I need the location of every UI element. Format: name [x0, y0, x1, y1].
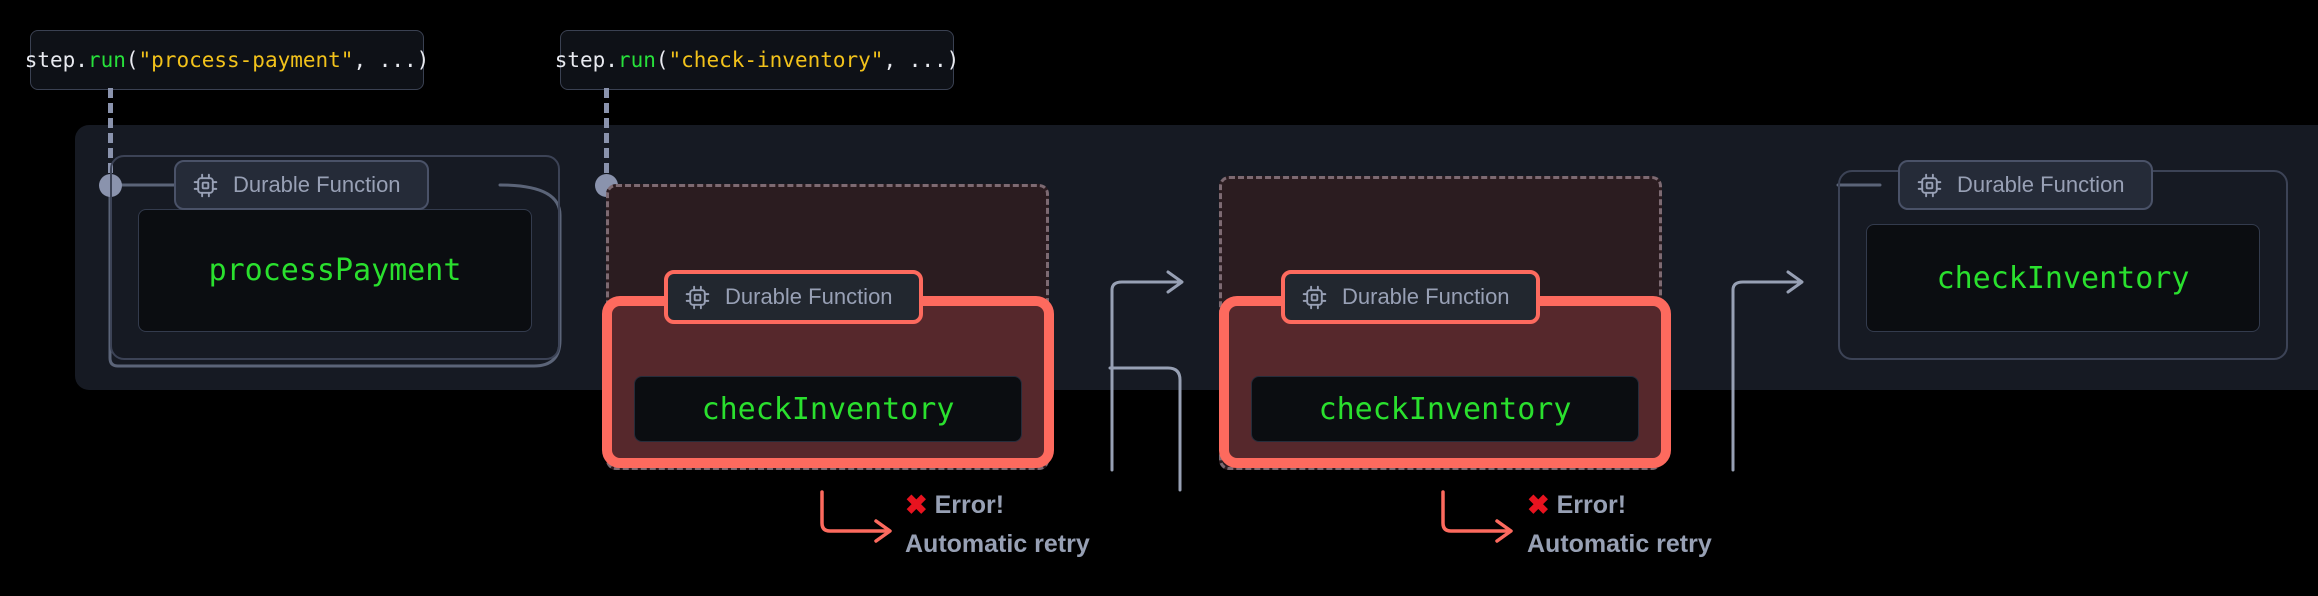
code-open-paren: (	[655, 48, 669, 72]
tooltip-check-inventory[interactable]: step.run("check-inventory", ...)	[555, 30, 959, 90]
node-check-inventory-attempt-2[interactable]: checkInventory	[1219, 296, 1671, 468]
function-name-box: checkInventory	[1866, 224, 2260, 332]
tooltip-process-payment[interactable]: step.run("process-payment", ...)	[25, 30, 429, 90]
error-line: ✖ Error!	[905, 492, 1090, 519]
error-group-1: ✖ Error! Automatic retry	[905, 492, 1090, 557]
badge-label: Durable Function	[1957, 172, 2125, 197]
code-object: step	[554, 48, 606, 72]
automatic-retry-label: Automatic retry	[905, 530, 1090, 558]
error-x-icon: ✖	[905, 490, 928, 520]
badge-durable-function-3[interactable]: Durable Function	[1281, 270, 1540, 324]
code-object: step	[24, 48, 76, 72]
badge-durable-function-2[interactable]: Durable Function	[664, 270, 923, 324]
error-line: ✖ Error!	[1527, 492, 1712, 519]
code-dot: .	[605, 48, 618, 72]
function-name: checkInventory	[701, 391, 955, 427]
cpu-chip-icon	[192, 172, 219, 199]
error-group-2: ✖ Error! Automatic retry	[1527, 492, 1712, 557]
node-check-inventory-attempt-1[interactable]: checkInventory	[602, 296, 1054, 468]
code-dot: .	[75, 48, 88, 72]
function-name: checkInventory	[1318, 391, 1572, 427]
node-process-payment[interactable]: processPayment	[110, 155, 560, 360]
node-check-inventory-success[interactable]: checkInventory	[1838, 170, 2288, 360]
code-method: run	[617, 48, 656, 72]
badge-durable-function-4[interactable]: Durable Function	[1898, 160, 2153, 210]
function-name: checkInventory	[1936, 260, 2190, 296]
badge-label: Durable Function	[1342, 284, 1510, 309]
code-rest: , ...)	[883, 48, 960, 72]
error-x-icon: ✖	[1527, 490, 1550, 520]
function-name-box: checkInventory	[634, 376, 1022, 442]
dropline-process-payment	[108, 88, 113, 188]
error-label: Error!	[1556, 491, 1627, 519]
badge-label: Durable Function	[725, 284, 893, 309]
badge-durable-function-1[interactable]: Durable Function	[174, 160, 429, 210]
function-name: processPayment	[208, 253, 462, 288]
error-label: Error!	[934, 491, 1005, 519]
cpu-chip-icon	[1301, 284, 1328, 311]
code-method: run	[87, 48, 126, 72]
automatic-retry-label: Automatic retry	[1527, 530, 1712, 558]
cpu-chip-icon	[684, 284, 711, 311]
code-string-arg: "process-payment"	[138, 48, 354, 72]
function-name-box: processPayment	[138, 209, 532, 332]
code-string-arg: "check-inventory"	[668, 48, 884, 72]
dropline-check-inventory	[604, 88, 609, 188]
badge-label: Durable Function	[233, 172, 401, 197]
code-rest: , ...)	[353, 48, 430, 72]
cpu-chip-icon	[1916, 172, 1943, 199]
function-name-box: checkInventory	[1251, 376, 1639, 442]
code-open-paren: (	[125, 48, 139, 72]
